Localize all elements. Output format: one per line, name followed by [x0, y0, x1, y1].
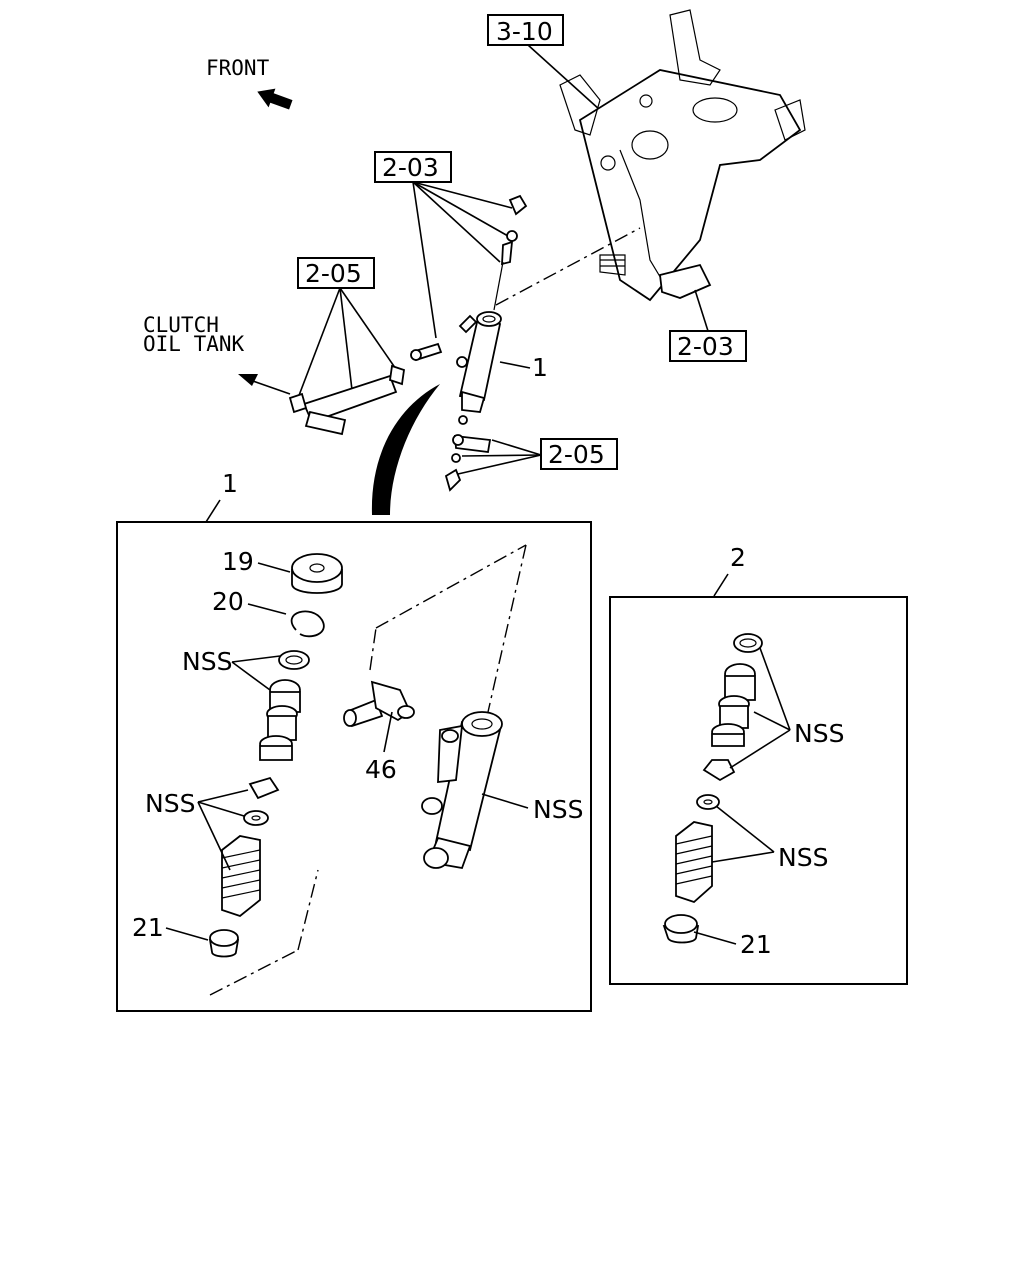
part-20-snap-ring — [290, 610, 325, 638]
label-46: 46 — [365, 755, 397, 784]
ref-box-2-03-right[interactable]: 2-03 — [669, 330, 747, 362]
piston-assembly — [259, 650, 310, 761]
svg-text:2-05: 2-05 — [305, 259, 362, 288]
ref-box-2-03-top[interactable]: 2-03 — [374, 151, 452, 183]
clutch-label-line1: CLUTCH — [143, 313, 219, 337]
callout-2-box: 2 — [730, 543, 746, 572]
clutch-label-line2: OIL TANK — [143, 332, 245, 356]
ref-box-2-05-left[interactable]: 2-05 — [297, 257, 375, 289]
reservoir-hose — [288, 364, 405, 436]
box2-valve-and-spring — [675, 794, 720, 904]
callout-1-box: 1 — [222, 469, 238, 498]
pedal-bracket — [559, 9, 806, 302]
label-21-right: 21 — [740, 930, 772, 959]
detail-box-2 — [609, 596, 908, 985]
ref-box-2-05-right[interactable]: 2-05 — [540, 438, 618, 470]
label-nss-a: NSS — [182, 647, 232, 676]
master-cylinder-top — [456, 311, 502, 413]
svg-text:2-03: 2-03 — [677, 332, 734, 361]
lower-fittings — [444, 415, 492, 492]
arrow-left-icon — [238, 374, 258, 386]
front-arrow-icon — [257, 88, 293, 110]
svg-text:2-05: 2-05 — [548, 440, 605, 469]
label-nss-e: NSS — [778, 843, 828, 872]
part-21-left — [208, 929, 240, 958]
detail-box-1 — [116, 521, 592, 1012]
part-19-cap — [291, 553, 343, 594]
label-21-left: 21 — [132, 913, 164, 942]
label-nss-d: NSS — [794, 719, 844, 748]
clevis-bolt — [410, 314, 478, 362]
zoom-curve-arrow — [371, 384, 440, 515]
svg-text:3-10: 3-10 — [496, 17, 553, 46]
label-19: 19 — [222, 547, 254, 576]
front-label: FRONT — [206, 56, 270, 80]
callout-1-top: 1 — [532, 353, 548, 382]
label-nss-c: NSS — [533, 795, 583, 824]
push-rod — [493, 194, 528, 311]
part-46-fitting — [343, 680, 415, 728]
valve-and-spring — [221, 776, 280, 918]
part-21-right — [662, 914, 700, 944]
label-nss-b: NSS — [145, 789, 195, 818]
box2-piston-assembly — [702, 633, 763, 782]
ref-box-3-10[interactable]: 3-10 — [487, 14, 564, 46]
cylinder-body — [421, 711, 503, 870]
svg-text:2-03: 2-03 — [382, 153, 439, 182]
label-20: 20 — [212, 587, 244, 616]
